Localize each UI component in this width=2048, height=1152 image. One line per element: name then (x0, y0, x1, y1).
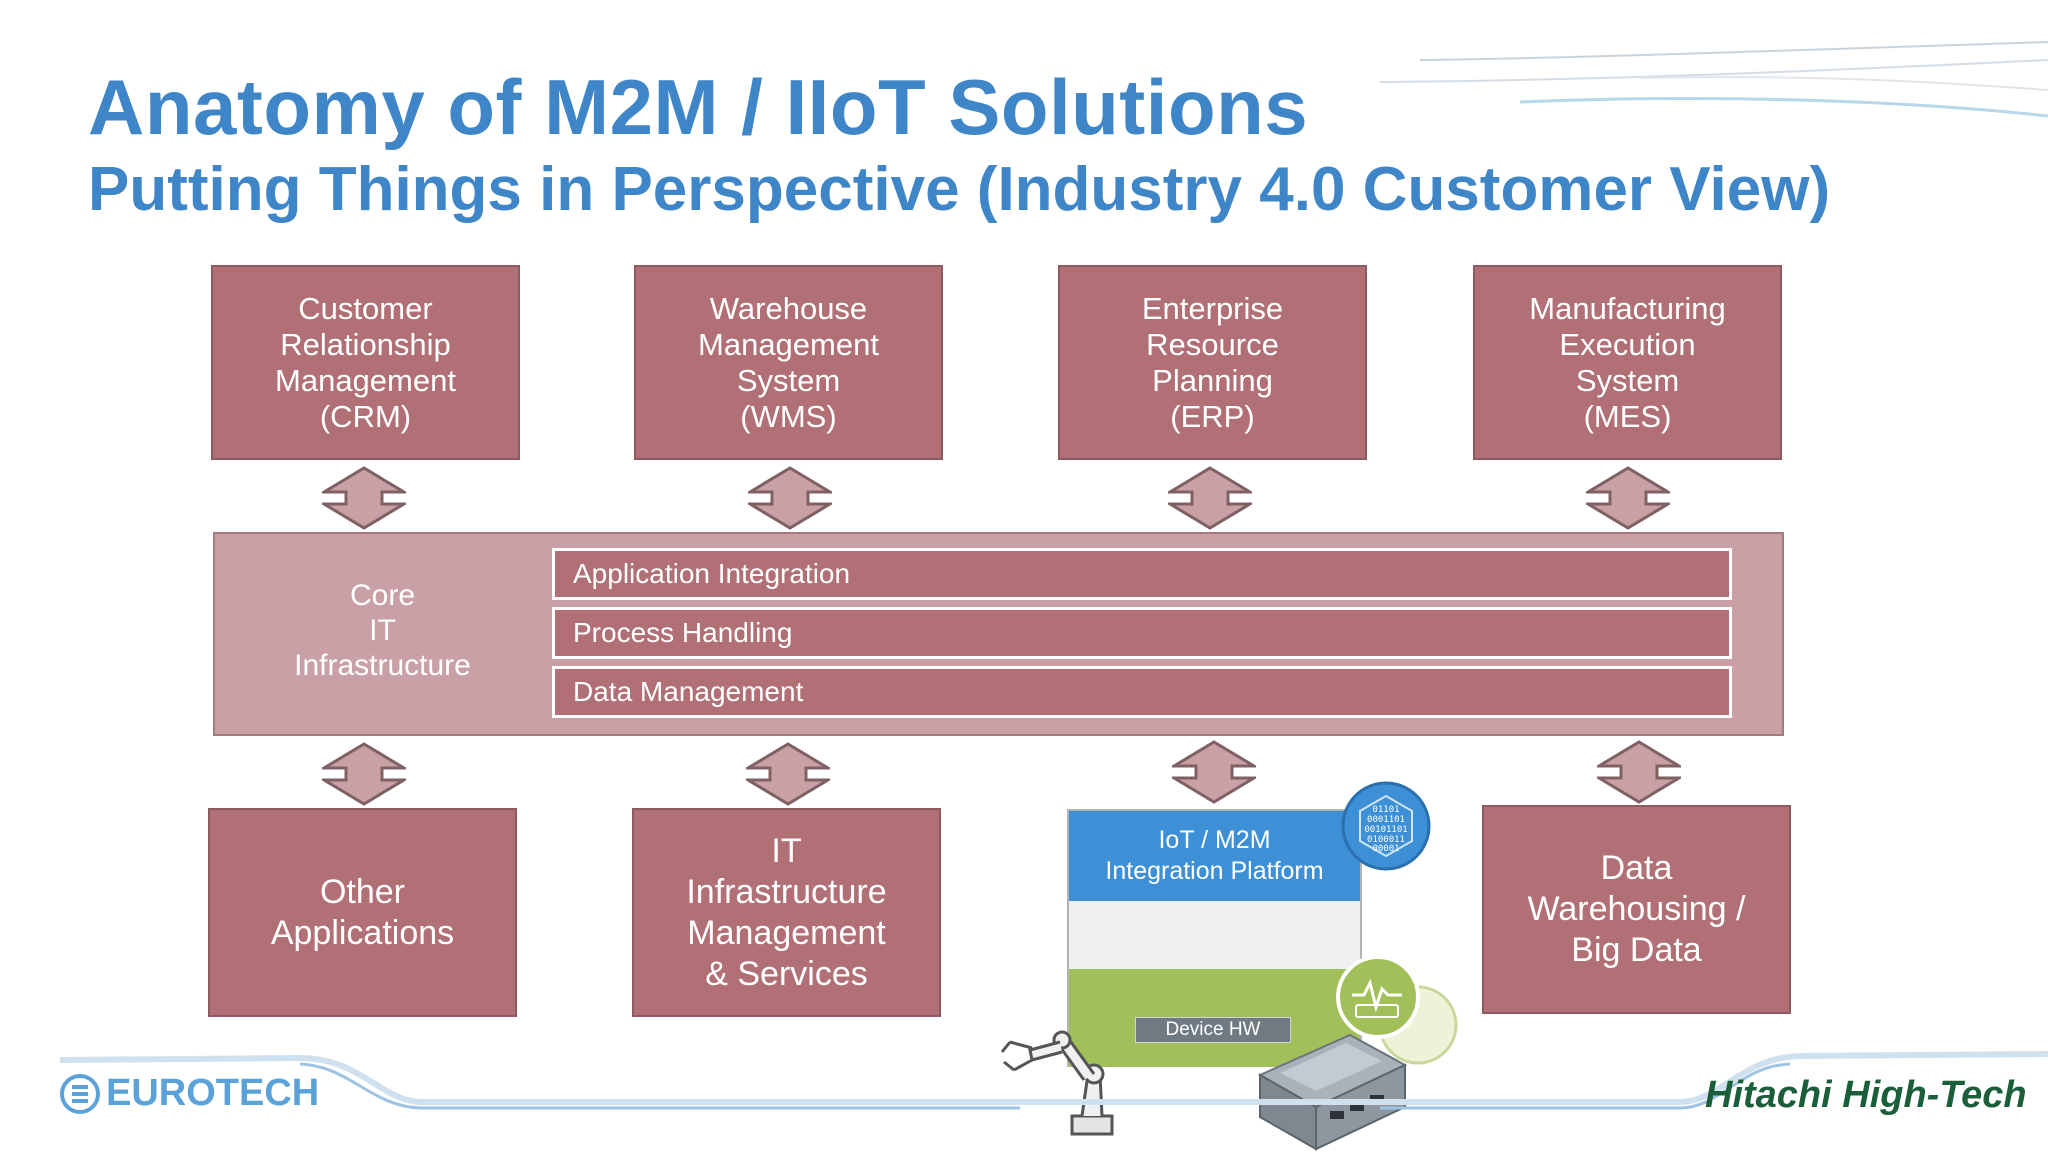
arrow-core-it-mgmt (746, 742, 830, 806)
platform-title: IoT / M2M Integration Platform (1069, 811, 1360, 901)
binary-line-1: 01101 (1372, 805, 1399, 815)
iot-m2m-integration-platform: IoT / M2M Integration Platform Device HW (1067, 809, 1362, 1067)
layer-data-management: Data Management (552, 666, 1732, 718)
layer-application-integration: Application Integration (552, 548, 1732, 600)
arrow-erp-core (1168, 466, 1252, 530)
layer-process-handling: Process Handling (552, 607, 1732, 659)
page-subtitle: Putting Things in Perspective (Industry … (88, 155, 1831, 224)
page-title: Anatomy of M2M / IIoT Solutions (88, 63, 1309, 151)
arrow-mes-core (1586, 466, 1670, 530)
eurotech-logo: EUROTECH (60, 1072, 319, 1115)
binary-data-icon: 01101 0001101 00101101 0100011 00001 (1341, 781, 1431, 871)
eurotech-mark-icon (60, 1073, 100, 1114)
eurotech-logo-text: EUROTECH (106, 1072, 320, 1114)
gateway-device-icon (1257, 1033, 1408, 1151)
arrow-crm-core (322, 466, 406, 530)
arrow-core-other-apps (322, 742, 406, 806)
binary-line-4: 0100011 (1367, 835, 1405, 845)
hitachi-high-tech-logo: Hitachi High-Tech (1705, 1074, 2027, 1116)
footer-swoosh-decoration (59, 1051, 2048, 1110)
device-monitor-icon (1336, 955, 1458, 1065)
arrow-core-data-warehousing (1597, 740, 1681, 804)
header-swoosh-decoration (1380, 41, 2048, 118)
binary-line-5: 00001 (1372, 844, 1399, 854)
binary-line-3: 00101101 (1364, 825, 1407, 835)
core-it-infrastructure-label: Core IT Infrastructure (294, 579, 471, 682)
robot-arm-icon (1000, 1030, 1114, 1136)
binary-line-2: 0001101 (1367, 815, 1405, 825)
arrow-core-platform (1172, 740, 1256, 804)
arrow-wms-core (748, 466, 832, 530)
device-hw-label: Device HW (1135, 1017, 1291, 1043)
